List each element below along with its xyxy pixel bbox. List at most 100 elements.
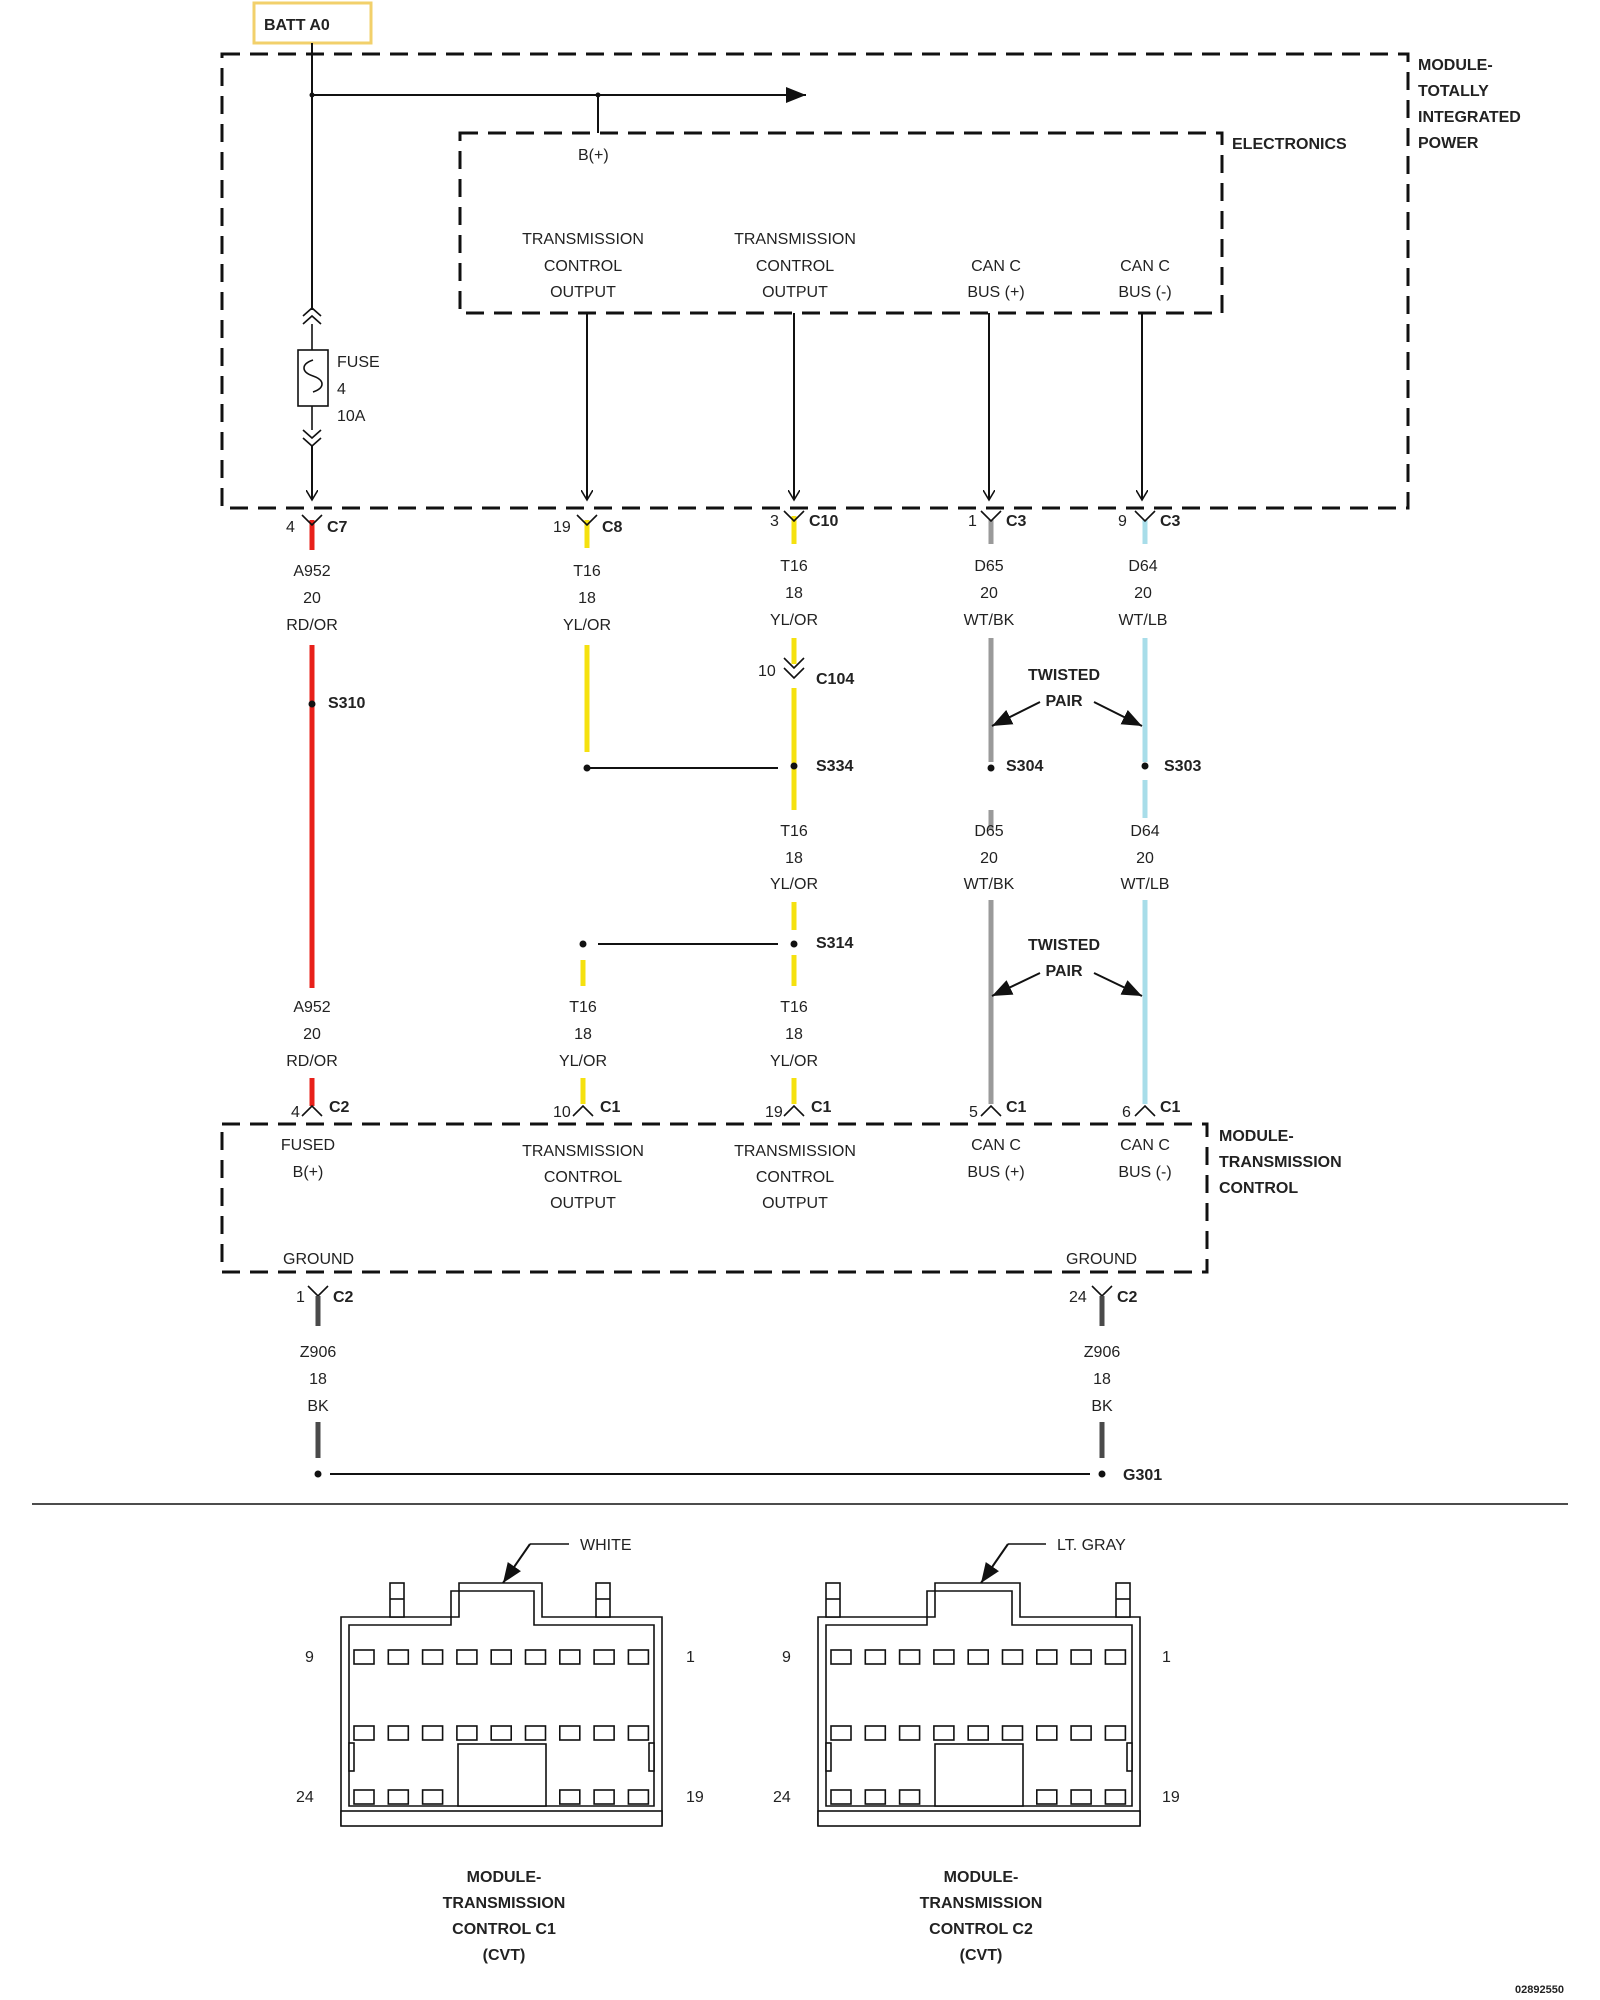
connector-cavity — [830, 1725, 852, 1741]
twisted-pair-label-1: TWISTED PAIR — [1028, 667, 1100, 710]
svg-text:TRANSMISSION: TRANSMISSION — [734, 231, 856, 248]
connector-cavity — [353, 1789, 375, 1805]
svg-text:A952: A952 — [293, 999, 330, 1016]
svg-text:(CVT): (CVT) — [483, 1947, 526, 1964]
svg-text:D64: D64 — [1128, 558, 1157, 575]
tcm-module-box — [220, 1122, 1209, 1274]
splice-s314: S314 — [579, 935, 853, 952]
connector-c1-pin10: 10 C1 — [553, 1099, 621, 1121]
svg-text:20: 20 — [980, 850, 998, 867]
svg-text:YL/OR: YL/OR — [770, 1053, 818, 1070]
svg-text:G301: G301 — [1123, 1467, 1162, 1484]
connector-cavity — [864, 1789, 887, 1805]
svg-text:20: 20 — [303, 590, 321, 607]
svg-text:TRANSMISSION: TRANSMISSION — [443, 1895, 566, 1912]
wire-label-t16-upper-left: T16 18 YL/OR — [563, 563, 611, 634]
svg-text:C10: C10 — [809, 513, 838, 530]
svg-text:TWISTED: TWISTED — [1028, 937, 1100, 954]
svg-text:18: 18 — [309, 1371, 327, 1388]
svg-text:WT/LB: WT/LB — [1119, 612, 1168, 629]
svg-text:C2: C2 — [1117, 1289, 1138, 1306]
batt-a0-label: BATT A0 — [252, 1, 373, 45]
ground-g301: G301 — [314, 1467, 1162, 1484]
splice-s334: S334 — [583, 758, 853, 775]
svg-text:YL/OR: YL/OR — [559, 1053, 607, 1070]
svg-text:18: 18 — [1093, 1371, 1111, 1388]
connector-view-c1 — [340, 1582, 663, 1827]
svg-text:CAN C: CAN C — [1120, 1137, 1170, 1154]
connector-cavity — [456, 1725, 478, 1741]
connector-c3-pin1: 1 C3 — [968, 513, 1027, 530]
svg-text:WT/BK: WT/BK — [964, 612, 1015, 629]
connector-c1-pin6: 6 C1 — [1122, 1099, 1181, 1121]
svg-text:18: 18 — [574, 1026, 592, 1043]
svg-text:PAIR: PAIR — [1045, 693, 1082, 710]
svg-text:C1: C1 — [811, 1099, 832, 1116]
svg-text:19: 19 — [1162, 1789, 1180, 1806]
wire-label-z906-right: Z906 18 BK — [1084, 1344, 1121, 1415]
wire-t16-yellow-left — [580, 520, 590, 1104]
tipm-pin-trans-output-2: TRANSMISSION CONTROL OUTPUT — [734, 231, 856, 301]
svg-text:RD/OR: RD/OR — [286, 617, 338, 634]
svg-text:B(+): B(+) — [293, 1164, 324, 1181]
svg-text:3: 3 — [770, 513, 779, 530]
svg-text:10A: 10A — [337, 408, 366, 425]
tcm-pin-trans-output-2: TRANSMISSION CONTROL OUTPUT — [734, 1143, 856, 1212]
connector-cavity — [967, 1725, 990, 1741]
svg-text:WHITE: WHITE — [580, 1537, 632, 1554]
svg-text:YL/OR: YL/OR — [770, 612, 818, 629]
connector-cavity — [1001, 1725, 1024, 1741]
connector-cavity — [421, 1649, 444, 1665]
connector-glyphs-bottom — [301, 1104, 1156, 1117]
svg-text:18: 18 — [785, 850, 803, 867]
svg-text:C3: C3 — [1160, 513, 1181, 530]
svg-text:C2: C2 — [329, 1099, 350, 1116]
svg-text:WT/BK: WT/BK — [964, 876, 1015, 893]
svg-text:CAN C: CAN C — [1120, 258, 1170, 275]
tcm-ground-label-left: GROUND — [283, 1251, 354, 1268]
svg-text:C2: C2 — [333, 1289, 354, 1306]
svg-text:4: 4 — [286, 519, 295, 536]
connector-c10: 3 C10 — [770, 513, 838, 530]
svg-text:20: 20 — [980, 585, 998, 602]
svg-text:S310: S310 — [328, 695, 365, 712]
svg-text:19: 19 — [765, 1104, 783, 1121]
svg-text:TWISTED: TWISTED — [1028, 667, 1100, 684]
connector-c2-color-callout: LT. GRAY — [980, 1537, 1126, 1584]
wire-label-a952-lower: A952 20 RD/OR — [286, 999, 338, 1070]
connector-cavity — [558, 1725, 581, 1741]
connector-c7: 4 C7 — [286, 519, 348, 536]
svg-text:BUS (-): BUS (-) — [1118, 284, 1171, 301]
tipm-module-box — [220, 52, 1410, 510]
svg-text:20: 20 — [1136, 850, 1154, 867]
svg-text:OUTPUT: OUTPUT — [550, 1195, 616, 1212]
svg-text:TRANSMISSION: TRANSMISSION — [522, 231, 644, 248]
connector-c8: 19 C8 — [553, 519, 623, 536]
connector-cavity — [490, 1725, 513, 1741]
svg-text:POWER: POWER — [1418, 135, 1479, 152]
wire-label-t16-lower-right: T16 18 YL/OR — [770, 999, 818, 1070]
svg-text:S303: S303 — [1164, 758, 1201, 775]
connector-cavity — [524, 1725, 547, 1741]
connector-cavity — [593, 1789, 615, 1805]
svg-text:PAIR: PAIR — [1045, 963, 1082, 980]
connector-c1-pin5: 5 C1 — [969, 1099, 1027, 1121]
svg-text:S304: S304 — [1006, 758, 1043, 775]
svg-text:CAN C: CAN C — [971, 1137, 1021, 1154]
connector-cavity — [1070, 1649, 1092, 1665]
wire-label-d65-upper: D65 20 WT/BK — [964, 558, 1015, 629]
connector-cavity — [898, 1649, 921, 1665]
tcm-pin-trans-output-1: TRANSMISSION CONTROL OUTPUT — [522, 1143, 644, 1212]
figure-id: 02892550 — [1515, 1984, 1564, 1996]
svg-text:6: 6 — [1122, 1104, 1131, 1121]
svg-text:TRANSMISSION: TRANSMISSION — [522, 1143, 644, 1160]
wire-label-t16-upper-right: T16 18 YL/OR — [770, 558, 818, 629]
svg-text:24: 24 — [773, 1789, 791, 1806]
connector-cavity — [456, 1649, 478, 1665]
connector-c3-pin9: 9 C3 — [1118, 513, 1181, 530]
connector-c2-pin1: 1 C2 — [296, 1285, 354, 1306]
svg-text:BUS (+): BUS (+) — [967, 284, 1024, 301]
tcm-pin-fused-b-plus: FUSED B(+) — [281, 1137, 335, 1181]
svg-text:1: 1 — [968, 513, 977, 530]
svg-text:FUSE: FUSE — [337, 354, 380, 371]
